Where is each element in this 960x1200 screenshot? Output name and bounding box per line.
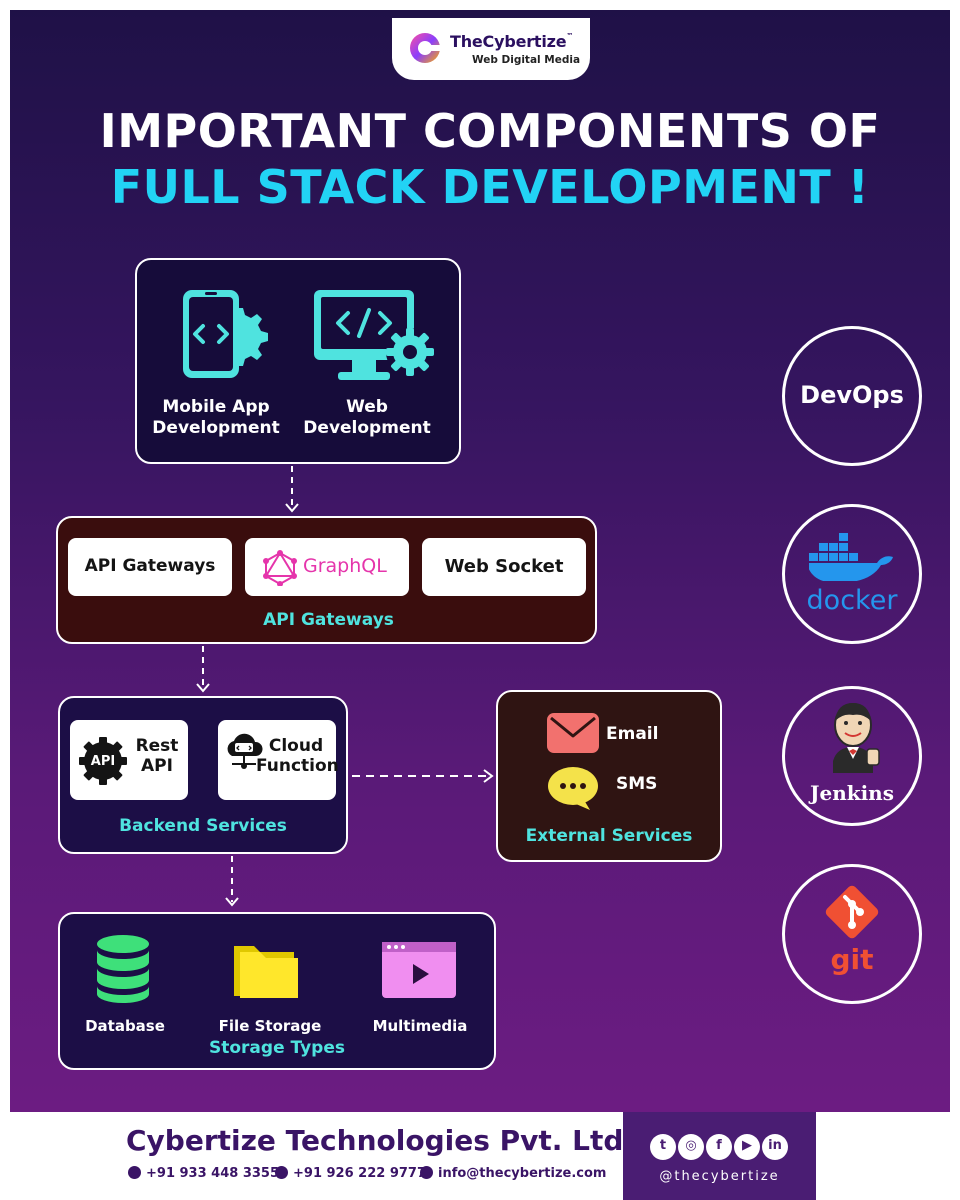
brand-tagline: Web Digital Media [472, 54, 581, 66]
social-handle: @thecybertize [659, 1169, 780, 1184]
docker-label: docker [806, 585, 898, 616]
git-logo-icon [825, 885, 879, 939]
api-gear-badge-text: API [90, 754, 116, 769]
rest-api-label: Rest API [135, 736, 179, 776]
brand-logo-icon [410, 33, 441, 63]
mail-icon [420, 1166, 433, 1179]
database-label: Database [85, 1017, 165, 1035]
arrow-backend-to-storage [225, 856, 239, 907]
storage-types-caption: Storage Types [209, 1038, 345, 1058]
docker-circle: docker [782, 504, 922, 644]
footer-phone-1[interactable]: +91 933 448 3355 [128, 1166, 279, 1181]
backend-services-box: API Rest API Cloud Function Backend Serv… [58, 696, 348, 854]
social-panel: t ◎ f ▶ in @thecybertize [623, 1112, 816, 1200]
web-code-monitor-icon [314, 290, 434, 380]
external-services-caption: External Services [525, 826, 693, 846]
git-label: git [830, 943, 874, 976]
phone-icon [128, 1166, 141, 1179]
footer-phone-2[interactable]: +91 926 222 9777 [275, 1166, 426, 1181]
arrow-api-to-backend [196, 646, 210, 693]
infographic-poster: TheCybertize™ Web Digital Media IMPORTAN… [10, 10, 950, 1112]
web-development-label: Web Development [303, 397, 431, 438]
footer-email[interactable]: info@thecybertize.com [420, 1166, 606, 1181]
mobile-gear-icon [183, 290, 268, 378]
mobile-app-development-label: Mobile App Development [152, 397, 280, 438]
title-line-2: FULL STACK DEVELOPMENT ! [110, 160, 870, 214]
jenkins-circle: Jenkins [782, 686, 922, 826]
arrow-frontend-to-api [285, 466, 299, 513]
web-socket-tile: Web Socket [422, 538, 586, 596]
graphql-label: GraphQL [303, 555, 387, 577]
graphql-logo-icon [263, 550, 297, 586]
jenkins-label: Jenkins [810, 781, 894, 805]
api-gateways-tile: API Gateways [68, 538, 232, 596]
multimedia-label: Multimedia [372, 1017, 468, 1035]
docker-whale-icon [809, 533, 893, 581]
email-label: Email [606, 724, 659, 744]
storage-types-box: Database File Storage Multimedia Storage… [58, 912, 496, 1070]
cloud-function-label: Cloud Function [256, 736, 339, 776]
title-line-1: IMPORTANT COMPONENTS OF [99, 104, 881, 158]
git-circle: git [782, 864, 922, 1004]
youtube-icon[interactable]: ▶ [734, 1134, 760, 1160]
backend-services-caption: Backend Services [119, 816, 287, 836]
phone-icon [275, 1166, 288, 1179]
api-gear-icon [79, 737, 127, 785]
api-gateways-tile-label: API Gateways [84, 556, 216, 576]
instagram-icon[interactable]: ◎ [678, 1134, 704, 1160]
linkedin-icon[interactable]: in [762, 1134, 788, 1160]
devops-label: DevOps [800, 381, 904, 409]
cloud-function-icon [227, 733, 263, 769]
facebook-icon[interactable]: f [706, 1134, 732, 1160]
email-envelope-icon [547, 713, 599, 753]
sms-chat-bubble-icon [548, 767, 598, 810]
arrow-backend-to-external [352, 769, 494, 783]
file-storage-label: File Storage [218, 1017, 322, 1035]
frontend-box: Mobile App Development Web Development [135, 258, 461, 464]
web-socket-tile-label: Web Socket [444, 556, 564, 577]
footer-email-text: info@thecybertize.com [438, 1166, 607, 1181]
sms-label: SMS [616, 774, 658, 794]
database-icon [97, 935, 149, 1003]
graphql-tile: GraphQL [245, 538, 409, 596]
multimedia-video-icon [382, 942, 456, 998]
cloud-function-tile: Cloud Function [218, 720, 339, 800]
twitter-icon[interactable]: t [650, 1134, 676, 1160]
footer-phone-2-text: +91 926 222 9777 [293, 1166, 427, 1181]
api-gateways-box: API Gateways GraphQL Web Socket API Gate… [56, 516, 597, 644]
footer-phone-1-text: +91 933 448 3355 [146, 1166, 280, 1181]
devops-circle: DevOps [782, 326, 922, 466]
footer-company-name: Cybertize Technologies Pvt. Ltd [126, 1124, 624, 1157]
jenkins-butler-icon [833, 703, 880, 773]
file-storage-folder-icon [234, 946, 298, 998]
api-gateways-caption: API Gateways [263, 610, 394, 630]
rest-api-tile: API Rest API [70, 720, 188, 800]
brand-name: TheCybertize™ [450, 32, 574, 51]
brand-logo-card: TheCybertize™ Web Digital Media [392, 18, 590, 80]
external-services-box: Email SMS External Services [496, 690, 722, 862]
